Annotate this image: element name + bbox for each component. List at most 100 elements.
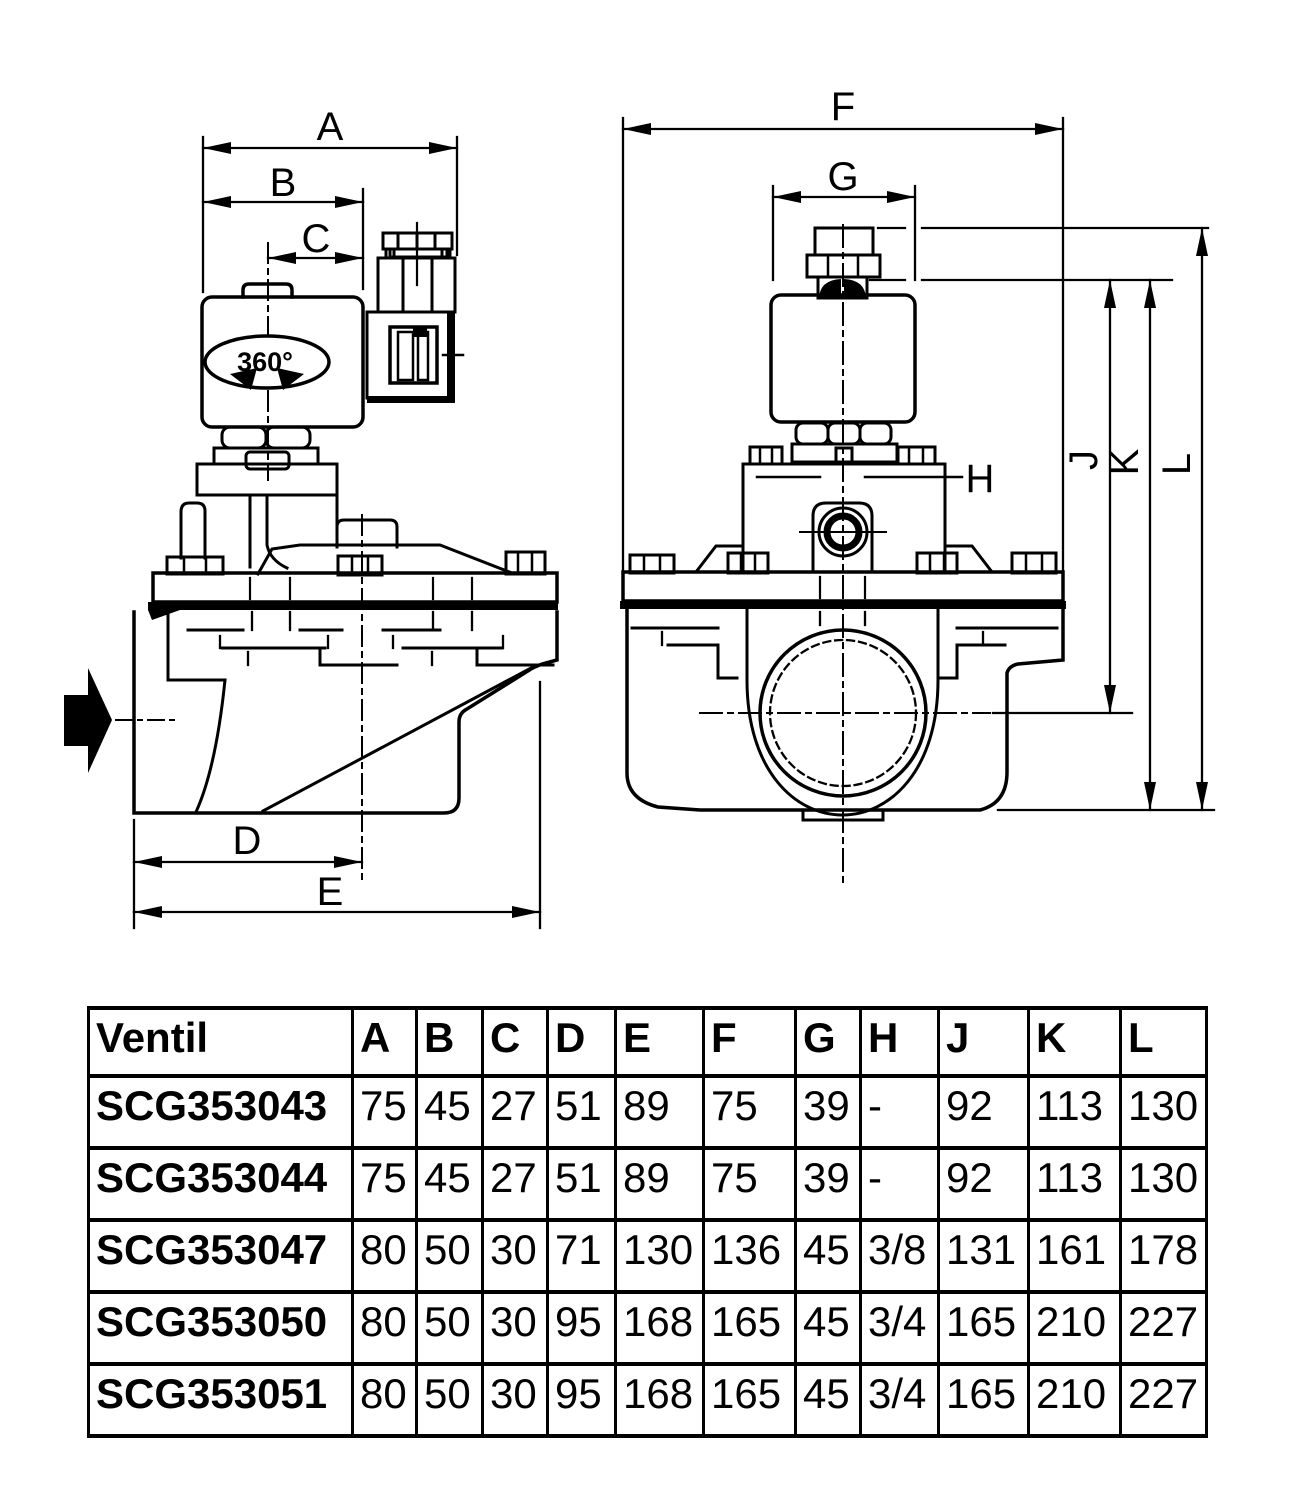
dim-label-a: A	[317, 105, 344, 149]
value-cell: -	[859, 1074, 940, 1150]
model-cell: SCG353051	[87, 1362, 354, 1438]
value-cell: 45	[415, 1074, 484, 1150]
header-cell-l: L	[1119, 1006, 1208, 1078]
left-view: A B C D E 360°	[64, 105, 559, 930]
value-cell: 130	[614, 1218, 705, 1294]
value-cell: 210	[1027, 1290, 1122, 1366]
valve-body-side	[132, 610, 559, 815]
dim-label-b: B	[270, 161, 297, 205]
header-cell-f: F	[702, 1006, 797, 1078]
value-cell: 27	[481, 1074, 549, 1150]
value-cell: 51	[546, 1146, 617, 1222]
value-cell: 30	[481, 1290, 549, 1366]
gusset-left	[692, 544, 745, 574]
value-cell: 165	[937, 1362, 1030, 1438]
flange-side	[148, 571, 559, 620]
value-cell: 45	[794, 1362, 862, 1438]
header-cell-j: J	[937, 1006, 1030, 1078]
header-cell-d: D	[546, 1006, 617, 1078]
rotation-arrow-right	[277, 368, 304, 390]
port-foot-tab	[801, 808, 885, 822]
value-cell: 50	[415, 1362, 484, 1438]
value-cell: 71	[546, 1218, 617, 1294]
left-view-extension-lines	[132, 135, 542, 930]
dim-label-j: J	[1062, 450, 1106, 470]
value-cell: 130	[1119, 1146, 1208, 1222]
value-cell: 95	[546, 1362, 617, 1438]
table-row: SCG353047 80 50 30 71 130 136 45 3/8 131…	[87, 1218, 1208, 1294]
outlet-port-thread-circle	[768, 638, 918, 788]
body-front-ticks	[660, 610, 985, 647]
value-cell: 45	[794, 1218, 862, 1294]
value-cell: 113	[1027, 1146, 1122, 1222]
dim-label-f: F	[831, 85, 855, 129]
rotation-symbol: 360°	[203, 334, 331, 390]
value-cell: 3/4	[859, 1362, 940, 1438]
inlet-bore-curve	[194, 678, 227, 814]
header-cell-ventil: Ventil	[87, 1006, 354, 1078]
dimension-table: Ventil A B C D E F G H J K L SCG353043 7…	[87, 1006, 1208, 1438]
value-cell: 45	[415, 1146, 484, 1222]
diaphragm-line	[148, 602, 558, 610]
value-cell: 165	[937, 1290, 1030, 1366]
right-view-extension-lines	[621, 116, 1216, 812]
body-front-internal-steps	[630, 626, 1059, 680]
value-cell: 113	[1027, 1074, 1122, 1150]
dim-label-d: D	[233, 819, 262, 863]
port-pocket-arc	[745, 678, 940, 817]
model-cell: SCG353050	[87, 1290, 354, 1366]
outlet-boss-side	[335, 518, 399, 549]
value-cell: 165	[702, 1290, 797, 1366]
body-internal-steps	[186, 628, 555, 667]
coil-mounting-nuts-front	[790, 421, 899, 464]
header-cell-c: C	[481, 1006, 549, 1078]
value-cell: 165	[702, 1362, 797, 1438]
dim-label-k: K	[1103, 448, 1147, 475]
model-cell: SCG353043	[87, 1074, 354, 1150]
value-cell: 39	[794, 1074, 862, 1150]
value-cell: 92	[937, 1074, 1030, 1150]
value-cell: 89	[614, 1146, 705, 1222]
valve-dimension-drawing: A B C D E 360°	[64, 85, 1216, 930]
gusset-right	[943, 544, 996, 574]
valve-body-front	[625, 607, 1065, 822]
dim-label-c: C	[302, 217, 331, 261]
din-connector	[365, 221, 465, 403]
header-cell-k: K	[1027, 1006, 1122, 1078]
table-row: SCG353044 75 45 27 51 89 75 39 - 92 113 …	[87, 1146, 1208, 1222]
header-cell-e: E	[614, 1006, 705, 1078]
dim-label-e: E	[317, 870, 344, 914]
value-cell: 80	[351, 1290, 418, 1366]
value-cell: 130	[1119, 1074, 1208, 1150]
flange-front	[620, 551, 1066, 609]
diaphragm-line-front	[620, 601, 1066, 609]
table-row: SCG353050 80 50 30 95 168 165 45 3/4 165…	[87, 1290, 1208, 1366]
header-cell-a: A	[351, 1006, 418, 1078]
value-cell: 227	[1119, 1362, 1208, 1438]
value-cell: 75	[702, 1074, 797, 1150]
value-cell: 75	[702, 1146, 797, 1222]
value-cell: 39	[794, 1146, 862, 1222]
pilot-port-stub	[179, 501, 207, 560]
value-cell: 51	[546, 1074, 617, 1150]
table-row: SCG353043 75 45 27 51 89 75 39 - 92 113 …	[87, 1074, 1208, 1150]
value-cell: 75	[351, 1074, 418, 1150]
value-cell: 3/4	[859, 1290, 940, 1366]
value-cell: 80	[351, 1362, 418, 1438]
value-cell: 89	[614, 1074, 705, 1150]
value-cell: 131	[937, 1218, 1030, 1294]
flow-direction-arrow	[64, 668, 112, 773]
value-cell: 210	[1027, 1362, 1122, 1438]
value-cell: 30	[481, 1362, 549, 1438]
right-view: F G H J K L	[620, 85, 1216, 883]
value-cell: 50	[415, 1218, 484, 1294]
value-cell: 3/8	[859, 1218, 940, 1294]
dim-label-h: H	[966, 457, 995, 501]
pilot-boss-front	[811, 501, 874, 574]
body-internal-ticks	[218, 610, 505, 667]
table-header-row: Ventil A B C D E F G H J K L	[87, 1006, 1208, 1078]
header-cell-g: G	[794, 1006, 862, 1078]
outlet-port-circle	[758, 628, 928, 798]
table-row: SCG353051 80 50 30 95 168 165 45 3/4 165…	[87, 1362, 1208, 1438]
